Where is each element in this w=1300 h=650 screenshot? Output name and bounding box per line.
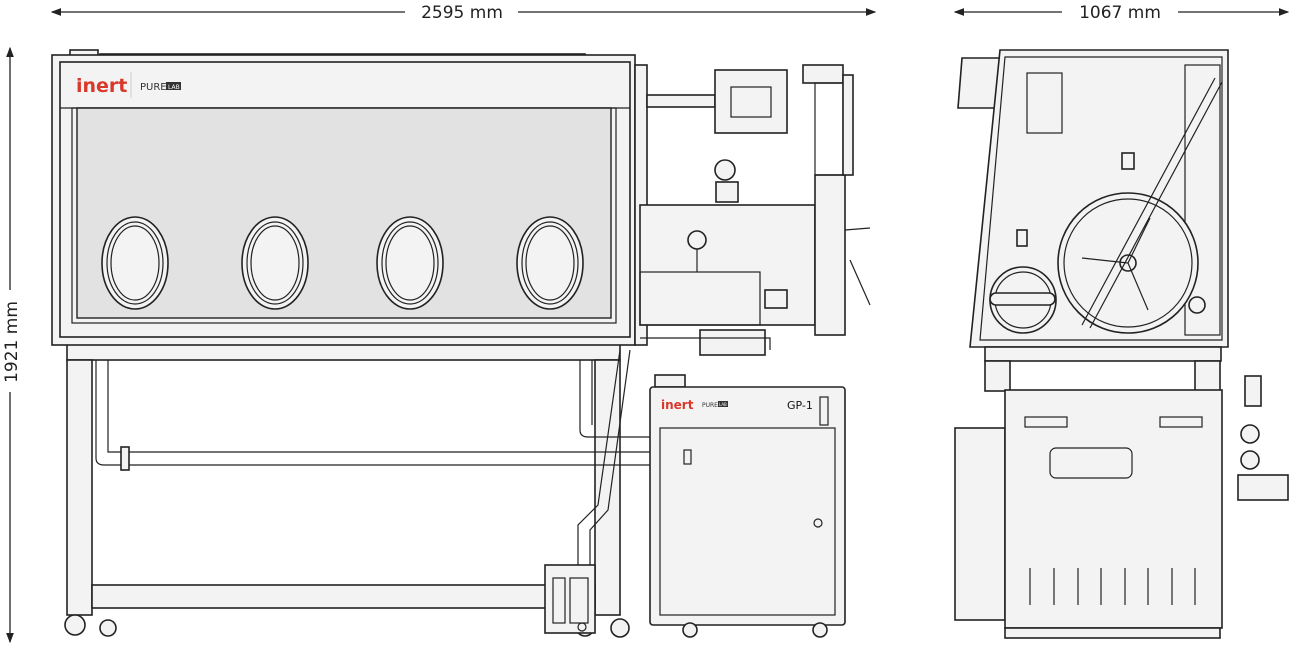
- gloveport[interactable]: [516, 216, 584, 310]
- vacuum-pump: [544, 564, 596, 634]
- purifier-product-badge: LAB: [719, 402, 727, 407]
- dimension-width-front: 2595 mm: [50, 3, 877, 23]
- gloveport[interactable]: [376, 216, 444, 310]
- dimension-width-side: 1067 mm: [953, 3, 1290, 23]
- antechamber: [634, 64, 871, 356]
- control-monitor: [714, 69, 788, 134]
- gloveport[interactable]: [241, 216, 309, 310]
- purifier-product-name: PURE: [702, 402, 718, 409]
- gloveports: [101, 216, 584, 310]
- dimension-label: 2595 mm: [421, 3, 503, 23]
- gas-purifier: inert PURE LAB GP-1: [649, 374, 846, 638]
- glovebox-body: inert PURE LAB: [51, 49, 636, 346]
- dimension-label: 1067 mm: [1079, 3, 1161, 23]
- dimension-label: 1921 mm: [2, 301, 22, 383]
- stand-frame: [64, 337, 650, 638]
- product-badge: LAB: [168, 84, 180, 91]
- dimension-height: 1921 mm: [2, 46, 22, 644]
- product-name: PURE: [140, 82, 167, 93]
- gloveport[interactable]: [101, 216, 169, 310]
- brand-logo: inert: [76, 75, 127, 97]
- purifier-model: GP-1: [787, 399, 813, 412]
- side-view: [954, 49, 1289, 639]
- purifier-brand-logo: inert: [661, 398, 694, 412]
